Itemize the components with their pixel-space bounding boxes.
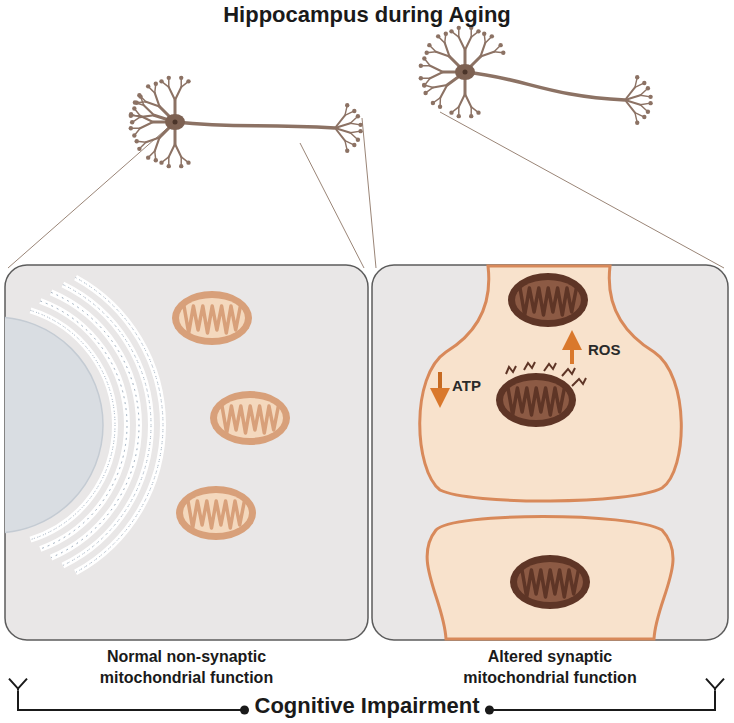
fork-symbol <box>9 679 27 691</box>
panel-caption: Normal non-synaptic mitochondrial functi… <box>62 647 312 689</box>
healthy-mitochondria <box>172 291 290 540</box>
nucleus-er <box>5 278 163 573</box>
neuron <box>129 26 653 169</box>
panel-caption-box: Altered synaptic mitochondrial function <box>372 265 728 691</box>
damaged-mitochondria <box>496 273 590 609</box>
atp-down-arrow <box>438 372 442 398</box>
postsynaptic-terminal <box>427 517 673 640</box>
panel-caption: Altered synaptic mitochondrial function <box>434 647 666 689</box>
presynaptic-terminal <box>420 266 682 501</box>
ros-up-arrow <box>570 340 574 364</box>
marker-label: ATP <box>452 377 481 394</box>
bracket-connector <box>489 691 715 710</box>
synapse-panel <box>372 265 728 640</box>
zoom-lines <box>8 112 724 268</box>
panel-caption-box: Normal non-synaptic mitochondrial functi… <box>5 265 368 691</box>
outcome-box: Cognitive Impairment <box>245 691 490 721</box>
fork-symbol <box>706 679 724 691</box>
outcome-label: Cognitive Impairment <box>245 691 490 721</box>
title: Hippocampus during Aging <box>0 2 734 28</box>
marker-label: ROS <box>588 341 621 358</box>
bracket-connector <box>18 691 245 710</box>
